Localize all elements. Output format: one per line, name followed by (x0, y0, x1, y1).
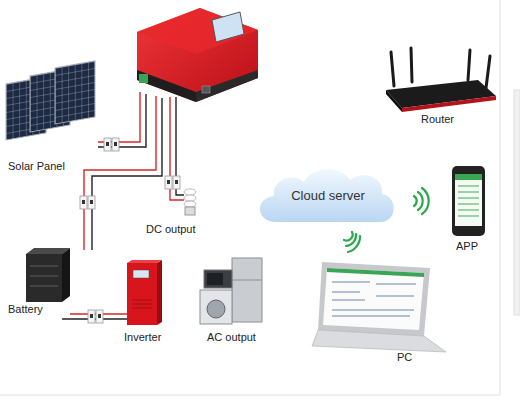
router-node: Router (383, 48, 495, 130)
frame-line (500, 0, 501, 395)
breaker (88, 310, 95, 323)
phone-body (452, 166, 485, 236)
black-wire (176, 97, 184, 195)
app-rows (458, 186, 479, 216)
microwave (204, 270, 232, 288)
node-label: Router (421, 113, 454, 126)
inverter-node: Inverter (122, 258, 166, 346)
fridge (232, 258, 262, 322)
battery-side (62, 248, 70, 302)
display-content (332, 282, 416, 316)
panel-face (55, 61, 95, 124)
laptop-lid (318, 262, 430, 336)
wire-connector (70, 313, 122, 314)
dc-output-node: DC output (140, 185, 225, 240)
laptop-display (323, 268, 424, 330)
breaker (96, 310, 103, 323)
node-label: Battery (8, 303, 43, 316)
node-label: PC (397, 351, 412, 364)
bulb-coil (184, 189, 196, 195)
pc-node: PC (316, 258, 448, 368)
breaker (88, 196, 95, 209)
battery-lines (30, 266, 58, 286)
inverter-body (127, 263, 157, 325)
breaker (173, 176, 180, 189)
app-header (455, 174, 482, 180)
controller-body (137, 8, 258, 102)
breaker (80, 196, 87, 209)
node-label: Solar Panel (8, 160, 65, 173)
app-node: APP (445, 160, 493, 256)
battery-node: Battery (6, 246, 70, 320)
breaker (165, 176, 172, 189)
node-label: AC output (207, 331, 256, 344)
node-label: APP (456, 240, 478, 253)
inverter-top (127, 260, 162, 263)
router-edge (386, 90, 402, 112)
laptop-base (312, 330, 446, 352)
washer-door (207, 300, 225, 318)
black-wire (62, 319, 130, 324)
cloud-shape (260, 169, 394, 222)
wifi-symbol (344, 232, 360, 252)
black-wire (98, 94, 146, 147)
washer (200, 290, 232, 324)
microwave-window (207, 273, 223, 285)
wifi-symbol (414, 188, 429, 214)
router-accent (402, 96, 496, 112)
inverter-side (157, 260, 162, 325)
phone-screen (455, 174, 482, 226)
frame-strip (514, 90, 520, 315)
node-text: Cloud server (291, 188, 365, 203)
bulb-base (185, 207, 195, 215)
terminal-strip (137, 70, 196, 102)
cloud-node: Cloud server (258, 165, 398, 225)
terminal-strip (196, 70, 258, 102)
red-wire (98, 92, 140, 142)
inverter-display (133, 270, 149, 278)
solar-panel (55, 61, 95, 124)
bulb-coil (184, 201, 196, 207)
red-wire (84, 96, 156, 250)
terminal-block (139, 74, 148, 83)
bulb-coil (184, 195, 196, 201)
breaker (112, 138, 119, 151)
bulb (184, 189, 196, 215)
controller-top (137, 8, 258, 54)
solar-panel-node: Solar Panel (4, 62, 108, 178)
breaker (104, 138, 111, 151)
network-port (202, 86, 210, 93)
node-label: Inverter (124, 331, 161, 344)
display-header (327, 268, 424, 277)
node-label: DC output (146, 223, 196, 236)
frame-line (0, 395, 500, 396)
ac-output-node: AC output (198, 255, 270, 347)
controller-lcd (212, 12, 244, 42)
inverter-vents (132, 300, 152, 308)
red-wire (170, 97, 184, 200)
battery-body (26, 254, 62, 302)
fridge-door (232, 280, 262, 281)
